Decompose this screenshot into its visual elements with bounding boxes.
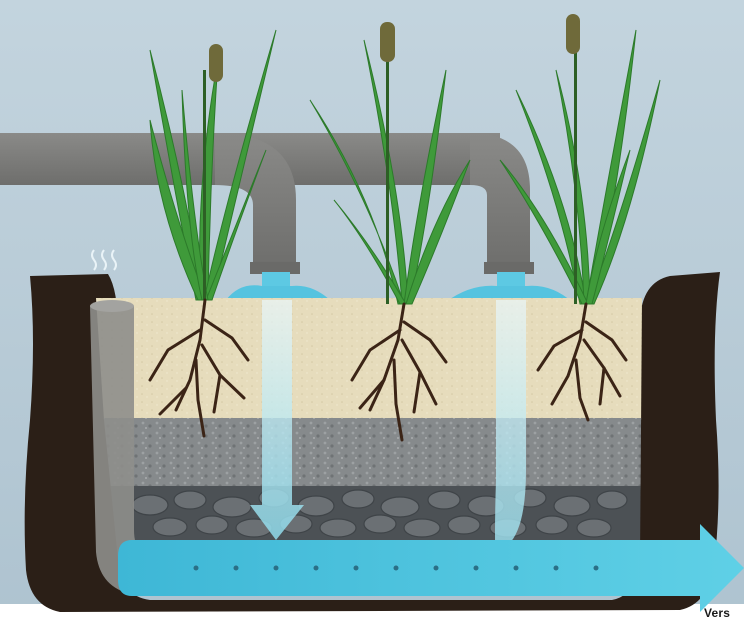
cattail-middle xyxy=(380,22,395,62)
cattail-left xyxy=(209,44,223,82)
fine-gravel-layer xyxy=(90,418,650,490)
cattail-right xyxy=(566,14,580,54)
outlet-label: Vers xyxy=(704,606,730,620)
riser-top xyxy=(90,300,134,312)
